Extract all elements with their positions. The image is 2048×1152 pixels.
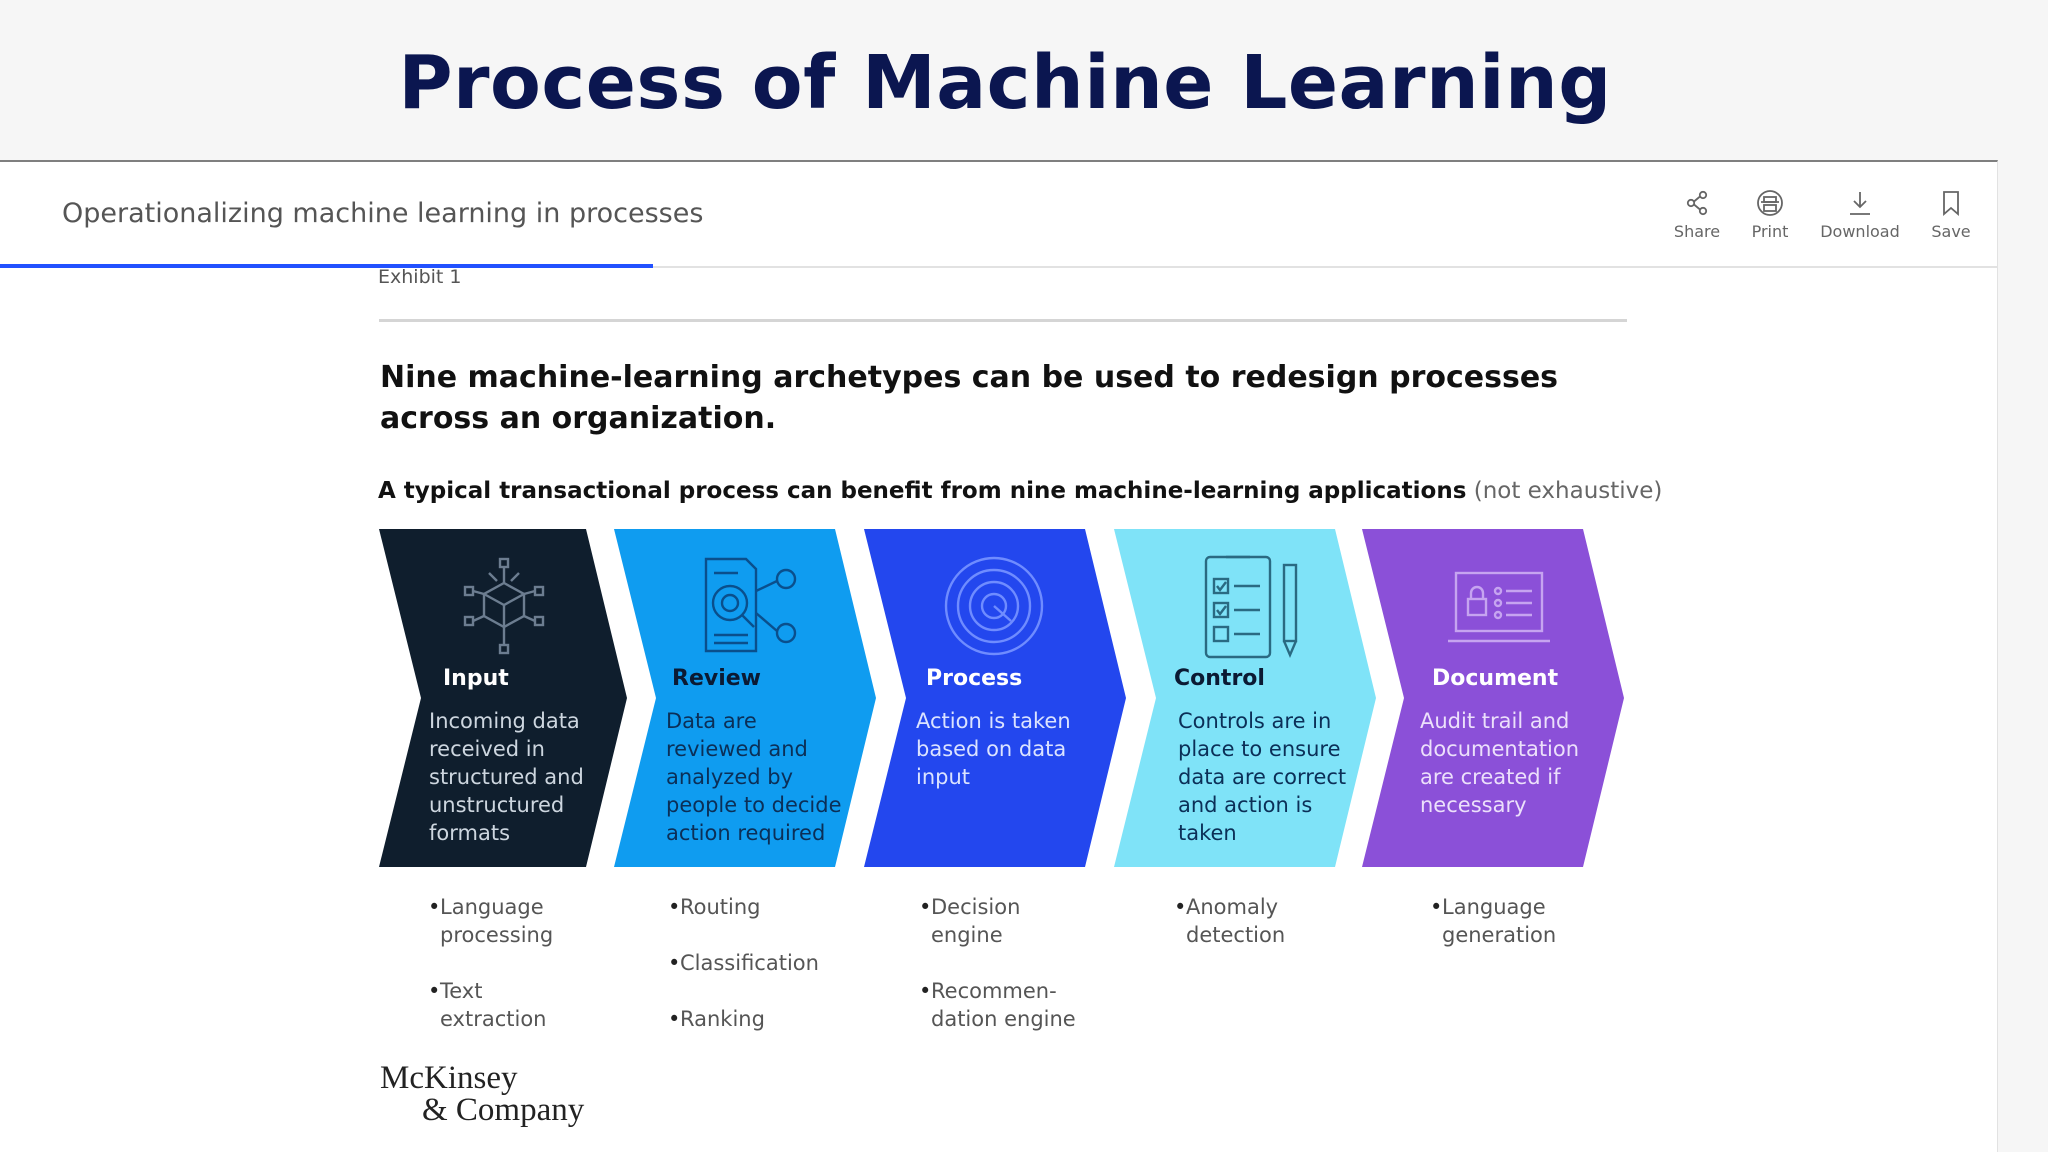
- step-control: Control Controls are in place to ensure …: [1114, 529, 1376, 867]
- document-review-icon: [704, 557, 797, 653]
- checklist-icon: [1204, 555, 1298, 659]
- list-item: Text extraction: [428, 977, 588, 1033]
- process-applications: Decision engine Recommen-dation engine: [919, 893, 1079, 1061]
- step-description: Data are reviewed and analyzed by people…: [666, 709, 842, 845]
- print-button[interactable]: Print: [1725, 188, 1815, 241]
- logo-line-1: McKinsey: [380, 1060, 518, 1096]
- reading-progress-bar: [0, 264, 653, 268]
- chevron-shape: [864, 529, 1126, 867]
- target-icon: [944, 556, 1044, 656]
- list-item: Language processing: [428, 893, 588, 949]
- exhibit-subhead: A typical transactional process can bene…: [378, 478, 1662, 504]
- step-title: Review: [672, 666, 761, 691]
- download-icon: [1850, 192, 1870, 215]
- step-description: Incoming data received in structured and…: [429, 709, 584, 845]
- step-process: Process Action is taken based on data in…: [864, 529, 1126, 867]
- article-toolbar: Operationalizing machine learning in pro…: [0, 162, 1997, 268]
- step-description: Audit trail and documentation are create…: [1420, 709, 1580, 817]
- save-button[interactable]: Save: [1906, 188, 1996, 241]
- laptop-lock-icon: [1448, 571, 1550, 643]
- article-title: Operationalizing machine learning in pro…: [62, 198, 704, 229]
- subhead-main: A typical transactional process can bene…: [378, 478, 1467, 504]
- bookmark-icon: [1943, 191, 1959, 216]
- print-icon: [1757, 190, 1783, 216]
- chevron-shape: [379, 529, 627, 867]
- chevron-shape: [1114, 529, 1376, 867]
- list-item: Anomaly detection: [1174, 893, 1324, 949]
- list-item: Decision engine: [919, 893, 1079, 949]
- print-label: Print: [1751, 222, 1789, 241]
- step-description: Action is taken based on data input: [916, 709, 1071, 789]
- step-title: Input: [443, 666, 509, 691]
- step-title: Control: [1174, 666, 1265, 691]
- list-item: Ranking: [668, 1005, 848, 1033]
- step-title: Process: [926, 666, 1023, 691]
- step-description: Controls are in place to ensure data are…: [1178, 709, 1347, 845]
- network-cube-icon: [463, 557, 545, 655]
- list-item: Routing: [668, 893, 848, 921]
- divider: [379, 319, 1627, 322]
- subhead-note: (not exhaustive): [1473, 478, 1663, 504]
- exhibit-headline: Nine machine-learning archetypes can be …: [380, 360, 1559, 436]
- step-review: Review Data are reviewed and analyzed by…: [614, 529, 876, 867]
- step-document: Document Audit trail and documentation a…: [1362, 529, 1624, 867]
- list-item: Classification: [668, 949, 848, 977]
- input-applications: Language processing Text extraction: [428, 893, 588, 1061]
- control-applications: Anomaly detection: [1174, 893, 1324, 977]
- review-applications: Routing Classification Ranking: [668, 893, 848, 1061]
- chevron-shape: [614, 529, 876, 867]
- download-button[interactable]: Download: [1815, 188, 1905, 241]
- step-title: Document: [1432, 666, 1559, 691]
- share-label: Share: [1673, 222, 1721, 241]
- step-input: Input Incoming data received in structur…: [379, 529, 627, 867]
- share-icon: [1686, 190, 1708, 216]
- slide-title: Process of Machine Learning: [398, 40, 1612, 126]
- share-button[interactable]: Share: [1652, 188, 1742, 241]
- download-label: Download: [1820, 222, 1900, 241]
- exhibit-label: Exhibit 1: [378, 266, 462, 288]
- article-viewer: Operationalizing machine learning in pro…: [0, 160, 1998, 1152]
- logo-line-2: & Company: [422, 1092, 585, 1128]
- list-item: Language generation: [1430, 893, 1580, 949]
- chevron-shape: [1362, 529, 1624, 867]
- mckinsey-logo: McKinsey & Company: [380, 1060, 585, 1128]
- document-applications: Language generation: [1430, 893, 1580, 977]
- list-item: Recommen-dation engine: [919, 977, 1079, 1033]
- save-label: Save: [1931, 222, 1971, 241]
